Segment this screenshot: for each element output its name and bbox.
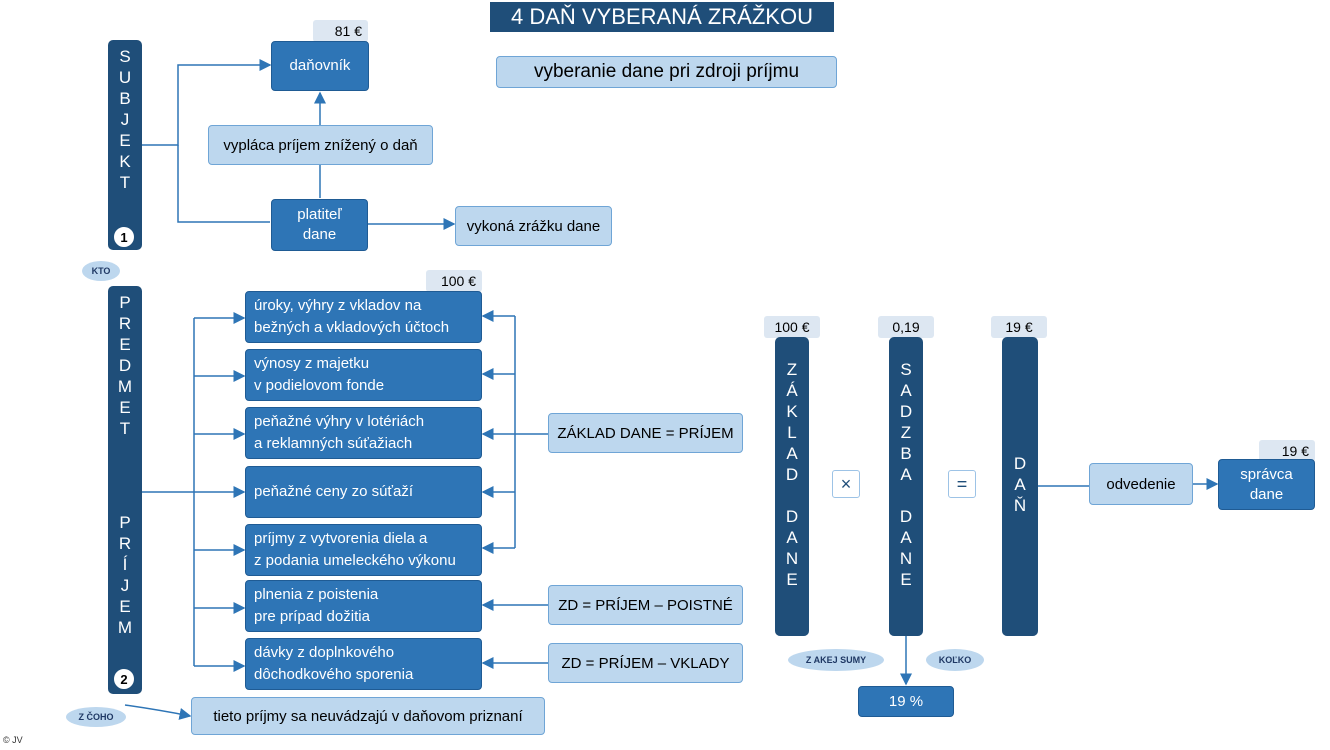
odvedenie-box: odvedenie bbox=[1089, 463, 1193, 505]
spravca-amount: 19 € bbox=[1259, 440, 1315, 462]
copyright: © JV bbox=[3, 735, 23, 745]
object-number: 2 bbox=[113, 668, 135, 690]
object-letters-bottom: P R Í J E M bbox=[117, 513, 133, 637]
rate-letters: S A D Z B A D A N E bbox=[899, 360, 913, 589]
base-bubble: Z AKEJ SUMY bbox=[788, 649, 884, 671]
equals-sign: = bbox=[948, 470, 976, 498]
rate-bar: S A D Z B A D A N E bbox=[889, 337, 923, 636]
page-subtitle: vyberanie dane pri zdroji príjmu bbox=[496, 56, 837, 88]
zrazka-box: vykoná zrážku dane bbox=[455, 206, 612, 246]
subject-letters: S U B J E K T bbox=[118, 47, 132, 192]
rate-percent-box: 19 % bbox=[858, 686, 954, 717]
danovnik-box: daňovník bbox=[271, 41, 369, 91]
spravca-box: správca dane bbox=[1218, 459, 1315, 510]
vyplaca-box: vypláca príjem znížený o daň bbox=[208, 125, 433, 165]
object-bar: P R E D M E T P R Í J E M 2 bbox=[108, 286, 142, 694]
rate-amount: 0,19 bbox=[878, 316, 934, 338]
danovnik-amount: 81 € bbox=[313, 20, 368, 42]
object-item: peňažné ceny zo súťaží bbox=[245, 466, 482, 518]
object-amount: 100 € bbox=[426, 270, 482, 292]
tax-bar: D A Ň bbox=[1002, 337, 1038, 636]
z-coho-bubble: Z ČOHO bbox=[66, 707, 126, 727]
rule-poistne: ZD = PRÍJEM – POISTNÉ bbox=[548, 585, 743, 625]
subject-bar: S U B J E K T 1 bbox=[108, 40, 142, 250]
times-sign: × bbox=[832, 470, 860, 498]
tax-amount: 19 € bbox=[991, 316, 1047, 338]
base-bar: Z Á K L A D D A N E bbox=[775, 337, 809, 636]
kto-bubble: KTO bbox=[82, 261, 120, 281]
rate-bubble: KOĽKO bbox=[926, 649, 984, 671]
subject-number: 1 bbox=[113, 226, 135, 248]
rule-zaklad-dane: ZÁKLAD DANE = PRÍJEM bbox=[548, 413, 743, 453]
platitel-box: platiteľ dane bbox=[271, 199, 368, 251]
base-letters: Z Á K L A D D A N E bbox=[785, 360, 799, 589]
page-title: 4 DAŇ VYBERANÁ ZRÁŽKOU bbox=[490, 2, 834, 32]
tax-letters: D A Ň bbox=[1013, 454, 1027, 515]
object-letters-top: P R E D M E T bbox=[117, 293, 133, 438]
base-amount: 100 € bbox=[764, 316, 820, 338]
rule-vklady: ZD = PRÍJEM – VKLADY bbox=[548, 643, 743, 683]
note-box: tieto príjmy sa neuvádzajú v daňovom pri… bbox=[191, 697, 545, 735]
